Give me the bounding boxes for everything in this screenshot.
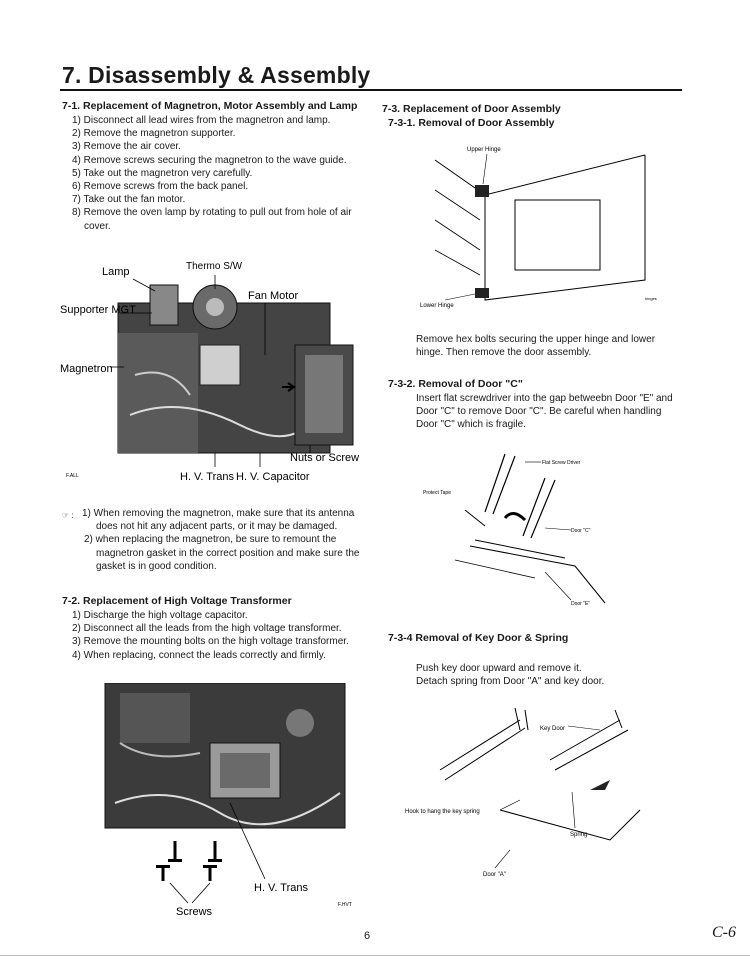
step: 1) Discharge the high voltage capacitor. — [72, 610, 248, 621]
door-window — [514, 199, 601, 271]
text-line: Detach spring from Door "A" and key door… — [416, 676, 605, 688]
margin-mark: C-6 — [712, 924, 736, 941]
figure-code: hinges — [645, 296, 657, 301]
lamp-shape — [149, 284, 179, 326]
fan-hub — [206, 298, 224, 316]
text-line: Remove hex bolts securing the upper hing… — [416, 334, 656, 345]
label-hv-trans: H. V. Trans — [180, 471, 235, 483]
label-door-a: Door "A" — [483, 872, 506, 878]
label-protect-tape: Protect Tape — [423, 490, 451, 496]
section-7-1-heading: 7-1. Replacement of Magnetron, Motor Ass… — [62, 100, 358, 112]
step: 2) Remove the magnetron supporter. — [72, 128, 236, 140]
note-line: gasket is in good condition. — [96, 560, 217, 572]
notes: 1) When removing the magnetron, make sur… — [82, 507, 359, 573]
section-7-2-steps: 1) Discharge the high voltage capacitor.… — [72, 609, 349, 662]
step: 4) Remove screws securing the magnetron … — [72, 154, 347, 166]
door-assembly-figure: Upper Hinge Lower Hinge hinges — [420, 147, 657, 309]
screw-icon — [203, 865, 217, 881]
note-line: 2) when replacing the magnetron, be sure… — [84, 534, 337, 546]
upper-hinge-shape — [475, 185, 489, 197]
vent-grill — [305, 355, 343, 433]
hv-cap-shape — [286, 709, 314, 737]
screw-icon — [168, 841, 182, 862]
step: 2) Disconnect all the leads from the hig… — [72, 623, 342, 635]
label-door-e: Door "E" — [571, 601, 590, 607]
step: 7) Take out the fan motor. — [72, 194, 186, 206]
label-lamp: Lamp — [102, 266, 130, 278]
step: 3) Remove the air cover. — [72, 141, 181, 153]
step: 8) Remove the oven lamp by rotating to p… — [72, 207, 352, 219]
note-line: magnetron gasket in the correct position… — [96, 547, 360, 559]
figure-code: F.ALL — [66, 473, 79, 479]
step: cover. — [84, 220, 111, 232]
text-line: Insert flat screwdriver into the gap bet… — [416, 393, 673, 404]
section-7-3-1-text: Remove hex bolts securing the upper hing… — [416, 333, 655, 359]
figure-code: F.HVT — [338, 902, 352, 908]
text-line: Door "C" which is fragile. — [416, 419, 526, 431]
label-hv-cap: H. V. Capacitor — [236, 471, 310, 483]
text-line: hinge. Then remove the door assembly. — [416, 347, 592, 359]
label-supporter: Supporter MGT — [60, 304, 136, 316]
section-7-3-2-text: Insert flat screwdriver into the gap bet… — [416, 392, 673, 432]
text-line: Push key door upward and remove it. — [416, 663, 582, 674]
hv-trans-plate — [199, 344, 241, 386]
section-7-1-steps: 1) Disconnect all lead wires from the ma… — [72, 114, 352, 233]
step: 3) Remove the mounting bolts on the high… — [72, 636, 349, 648]
label-upper-hinge: Upper Hinge — [467, 147, 501, 153]
page-title: 7. Disassembly & Assembly — [62, 62, 371, 88]
hv-core — [220, 753, 270, 788]
magnetron-figure: Lamp Thermo S/W Supporter MGT Fan Motor … — [60, 261, 359, 483]
step: 4) When replacing, connect the leads cor… — [72, 649, 326, 661]
push-arrow-icon — [590, 780, 610, 790]
step: 1) Disconnect all lead wires from the ma… — [72, 115, 331, 126]
label-door-c: Door "C" — [571, 528, 591, 534]
title-rule — [60, 89, 682, 91]
magnetron-body — [118, 333, 198, 453]
section-7-3-4-heading: 7-3-4 Removal of Key Door & Spring — [388, 632, 569, 644]
text-line: Door "C" to remove Door "C". Be careful … — [416, 406, 662, 418]
label-thermo: Thermo S/W — [186, 261, 243, 272]
screw-icon — [208, 841, 222, 862]
note-line: does not hit any adjacent parts, or it m… — [96, 521, 338, 533]
hv-trans-figure: H. V. Trans Screws F.HVT — [104, 683, 352, 918]
hv-photo-region — [120, 693, 190, 743]
lower-hinge-shape — [475, 288, 489, 298]
step: 5) Take out the magnetron very carefully… — [72, 167, 253, 179]
label-lower-hinge: Lower Hinge — [420, 303, 454, 309]
section-7-3-heading: 7-3. Replacement of Door Assembly — [382, 103, 561, 115]
label-hook: Hook to hang the key spring — [405, 809, 480, 815]
section-7-2-heading: 7-2. Replacement of High Voltage Transfo… — [62, 595, 292, 607]
screw-icon — [156, 865, 170, 881]
label-magnetron: Magnetron — [60, 363, 113, 375]
section-7-3-1-heading: 7-3-1. Removal of Door Assembly — [388, 117, 555, 129]
label-nuts: Nuts or Screw — [290, 452, 359, 464]
section-7-3-2-heading: 7-3-2. Removal of Door "C" — [388, 378, 523, 390]
bottom-edge — [0, 955, 750, 956]
label-screws: Screws — [176, 906, 213, 918]
note-mark: ☞ : — [62, 511, 74, 520]
section-7-3-4-text: Push key door upward and remove it. Deta… — [416, 662, 604, 688]
note-line: 1) When removing the magnetron, make sur… — [82, 508, 355, 519]
label-spring: Spring — [570, 832, 587, 838]
step: 6) Remove screws from the back panel. — [72, 181, 249, 193]
page-number: 6 — [364, 930, 371, 942]
label-fan-motor: Fan Motor — [248, 290, 298, 302]
rotate-arrow-icon — [503, 512, 527, 522]
key-door-figure: Key Door Hook to hang the key spring Spr… — [405, 707, 641, 878]
label-screwdriver: Flat Screw Driver — [542, 460, 581, 466]
label-hv-trans: H. V. Trans — [254, 882, 309, 894]
door-c-figure: Flat Screw Driver Protect Tape Door "C" … — [423, 453, 606, 607]
label-key-door: Key Door — [540, 726, 565, 732]
